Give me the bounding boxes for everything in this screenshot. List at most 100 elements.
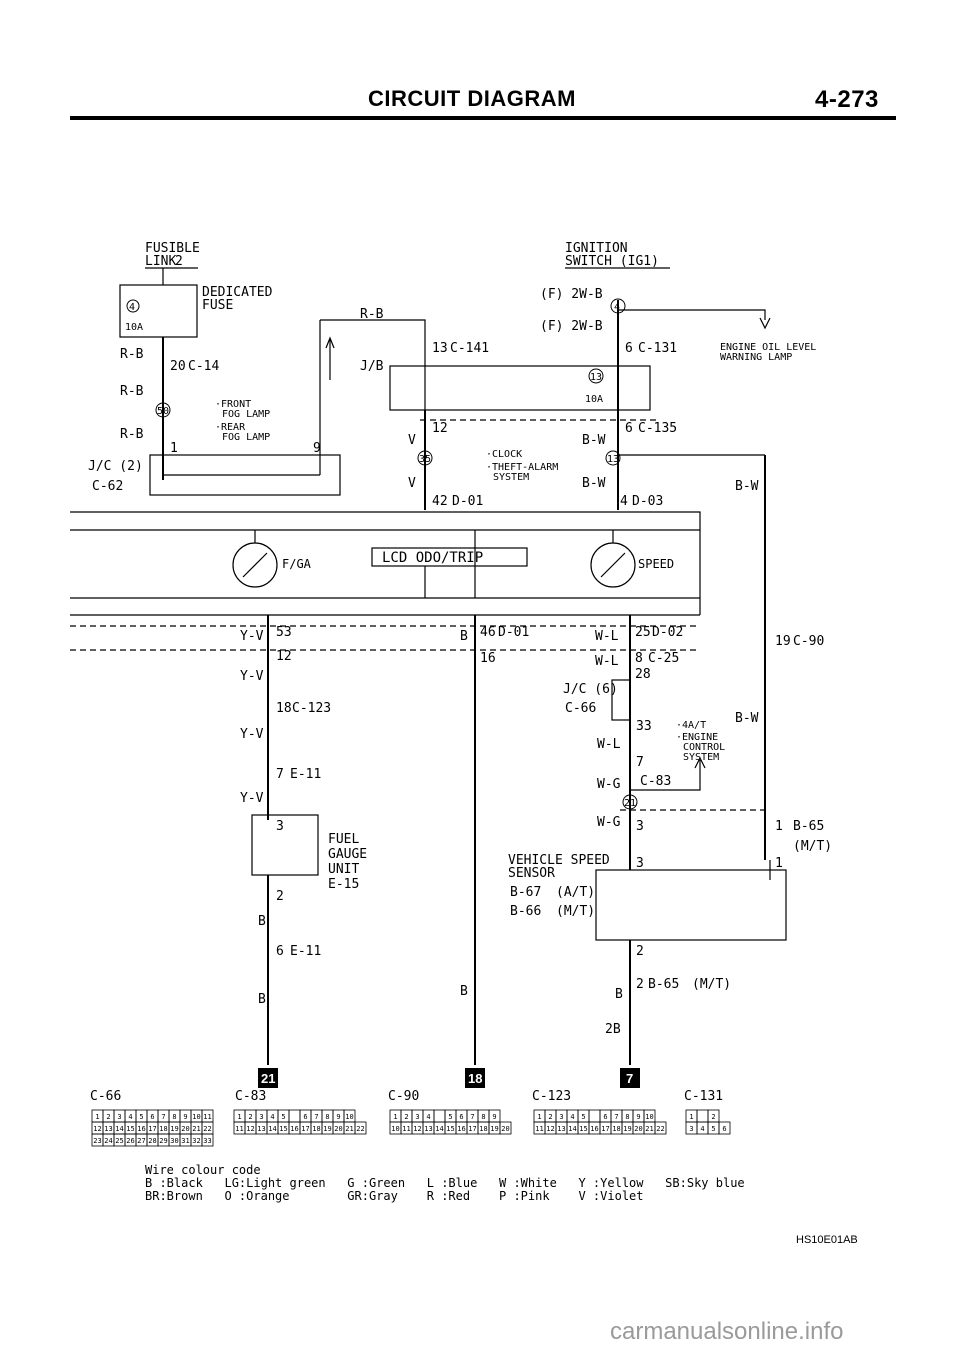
wire-wl-3: W-L (597, 737, 621, 752)
connector-pin-number: 7 (470, 1113, 474, 1121)
connector-pin-number: 28 (148, 1137, 156, 1145)
fuse-number: 4 (129, 302, 135, 313)
connector-pin-number: 8 (625, 1113, 629, 1121)
connector-pin-cell (433, 1109, 446, 1123)
wire-wl: W-L (595, 629, 619, 644)
connector-pin-number: 11 (203, 1113, 211, 1121)
connector-e15: E-15 (328, 877, 359, 892)
rear-fog-lamp-2: FOG LAMP (222, 432, 270, 443)
pin-42: 42 (432, 494, 448, 509)
connector-c123: C-123 (292, 701, 331, 716)
dedicated-fuse-label: DEDICATED (202, 285, 273, 300)
connector-pin-number: 10 (645, 1113, 653, 1121)
connector-pin-number: 6 (603, 1113, 607, 1121)
jc6-label: J/C (6) (563, 682, 618, 697)
engine-oil-label: ENGINE OIL LEVEL (720, 342, 816, 353)
wire-v: V (408, 433, 416, 448)
connector-pin-number: 13 (424, 1125, 432, 1133)
connector-pin-number: 19 (323, 1125, 331, 1133)
wire-b-3: B (258, 992, 266, 1007)
connector-pin-number: 13 (257, 1125, 265, 1133)
connector-pin-number: 7 (614, 1113, 618, 1121)
pin-18: 18 (276, 701, 292, 716)
connector-pin-number: 2 (711, 1113, 715, 1121)
connector-pin-number: 5 (581, 1113, 585, 1121)
pin-25: 25 (635, 625, 651, 640)
pin-1c: 1 (775, 856, 783, 871)
connector-pin-number: 20 (334, 1125, 342, 1133)
fuel-gauge-label-3: UNIT (328, 862, 359, 877)
connector-pin-number: 9 (183, 1113, 187, 1121)
junction-13-circle (605, 450, 621, 466)
connector-pin-number: 10 (345, 1113, 353, 1121)
connector-c66: C-66 (565, 701, 596, 716)
fuel-gauge-label: FUEL (328, 832, 359, 847)
connector-pin-number: 22 (356, 1125, 364, 1133)
wire-wg: W-G (597, 777, 621, 792)
connector-pin-number: 22 (203, 1125, 211, 1133)
connector-pin-20: 20 (170, 359, 186, 374)
connector-pin-number: 7 (161, 1113, 165, 1121)
connector-pin-number: 16 (137, 1125, 145, 1133)
pin-8: 8 (635, 651, 643, 666)
connector-pin-number: 3 (259, 1113, 263, 1121)
connector-pin-number: 31 (181, 1137, 189, 1145)
connector-pin-number: 21 (345, 1125, 353, 1133)
junction-21-circle (622, 794, 638, 810)
pin-46: 46 (480, 625, 496, 640)
ground-21: 21 (261, 1071, 275, 1086)
connector-pin-number: 21 (645, 1125, 653, 1133)
connector-pin-number: 26 (126, 1137, 134, 1145)
connector-pin-number: 18 (479, 1125, 487, 1133)
connector-pin-number: 15 (446, 1125, 454, 1133)
connector-pin-number: 14 (568, 1125, 576, 1133)
connector-pin-number: 22 (656, 1125, 664, 1133)
wire-b-4: B (460, 984, 468, 999)
wire-bw-2: B-W (582, 476, 606, 491)
connector-pin-number: 15 (126, 1125, 134, 1133)
connector-label-c83: C-83 (235, 1089, 266, 1104)
connector-c90: C-90 (793, 634, 824, 649)
wire-rb-label-2: R-B (120, 384, 144, 399)
page-title: CIRCUIT DIAGRAM (368, 86, 576, 111)
connector-pin-number: 12 (246, 1125, 254, 1133)
connector-pin-number: 11 (235, 1125, 243, 1133)
connector-pin-number: 5 (281, 1113, 285, 1121)
connector-pin-number: 33 (203, 1137, 211, 1145)
connector-pin-number: 16 (290, 1125, 298, 1133)
dedicated-fuse-label-2: FUSE (202, 298, 233, 313)
legend-row-2: BR:Brown O :Orange GR:Gray R :Red P :Pin… (145, 1189, 644, 1203)
connector-pin-number: 20 (501, 1125, 509, 1133)
connector-label-c90: C-90 (388, 1089, 419, 1104)
pin-1b: 1 (775, 819, 783, 834)
wire-v-2: V (408, 476, 416, 491)
wire-b: B (460, 629, 468, 644)
mt-label: (M/T) (793, 839, 832, 854)
engine-oil-label-2: WARNING LAMP (720, 352, 792, 363)
pin-3b: 3 (276, 819, 284, 834)
pin-16: 16 (480, 651, 496, 666)
connector-pin-number: 23 (93, 1137, 101, 1145)
connector-pin-number: 13 (104, 1125, 112, 1133)
fuse-amperage: 10A (125, 322, 143, 333)
pin-7b: 7 (276, 767, 284, 782)
connector-pin-number: 9 (636, 1113, 640, 1121)
jb-label: J/B (360, 359, 384, 374)
connector-pin-number: 3 (689, 1125, 693, 1133)
pin-2c: 2 (636, 977, 644, 992)
header-rule (70, 116, 896, 120)
connector-pin-number: 9 (336, 1113, 340, 1121)
connector-c135: C-135 (638, 421, 677, 436)
connector-pin-number: 19 (623, 1125, 631, 1133)
connector-pin-number: 3 (559, 1113, 563, 1121)
pin-9: 9 (313, 441, 321, 456)
fusible-link-number: 2 (175, 254, 183, 269)
pin-28: 28 (635, 667, 651, 682)
connector-d01: D-01 (452, 494, 483, 509)
connector-pin-number: 8 (481, 1113, 485, 1121)
connector-pin-number: 4 (426, 1113, 430, 1121)
connector-pin-number: 11 (402, 1125, 410, 1133)
connector-d01-b: D-01 (498, 625, 529, 640)
ignition-label-2: SWITCH (IG1) (565, 254, 659, 269)
